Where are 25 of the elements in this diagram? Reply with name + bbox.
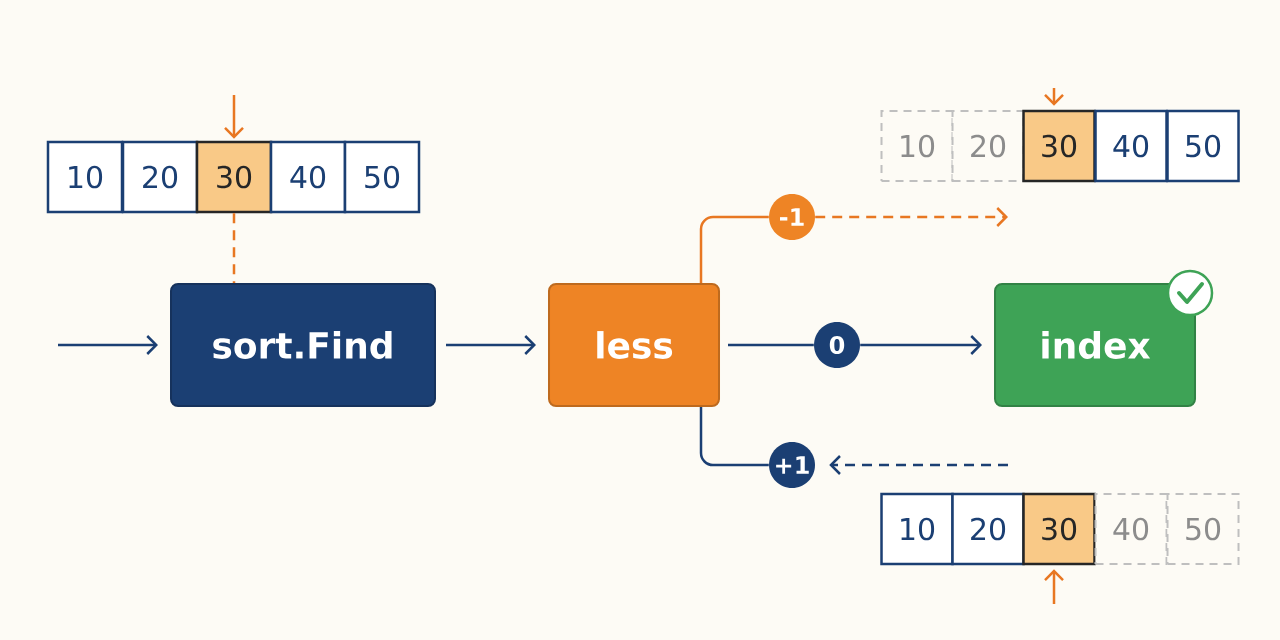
array-cell: 50 [1166,109,1240,183]
highlighted-cell: 30 [1022,109,1096,183]
array-cell: 20 [121,140,199,214]
faded-cell: 20 [951,110,1025,182]
arrow [446,335,536,355]
faded-cell: 40 [1094,493,1168,565]
array-cell: 40 [269,140,347,214]
arrow [224,95,244,139]
arrow [1044,569,1064,604]
faded-cell: 50 [1166,493,1240,565]
arrow [58,335,158,355]
arrow [829,455,1008,475]
array-cell: 10 [46,140,124,214]
highlighted-cell: 30 [1022,492,1096,566]
array-cell: 20 [951,492,1025,566]
highlighted-cell: 30 [195,140,273,214]
arrow [815,207,1008,227]
array-cell: 10 [880,492,954,566]
array-cell: 40 [1094,109,1168,183]
process-box: sort.Find [170,283,436,407]
process-box: index [994,283,1196,407]
process-box: less [548,283,720,407]
array-cell: 50 [343,140,421,214]
faded-cell: 10 [880,110,954,182]
arrow [860,335,982,355]
